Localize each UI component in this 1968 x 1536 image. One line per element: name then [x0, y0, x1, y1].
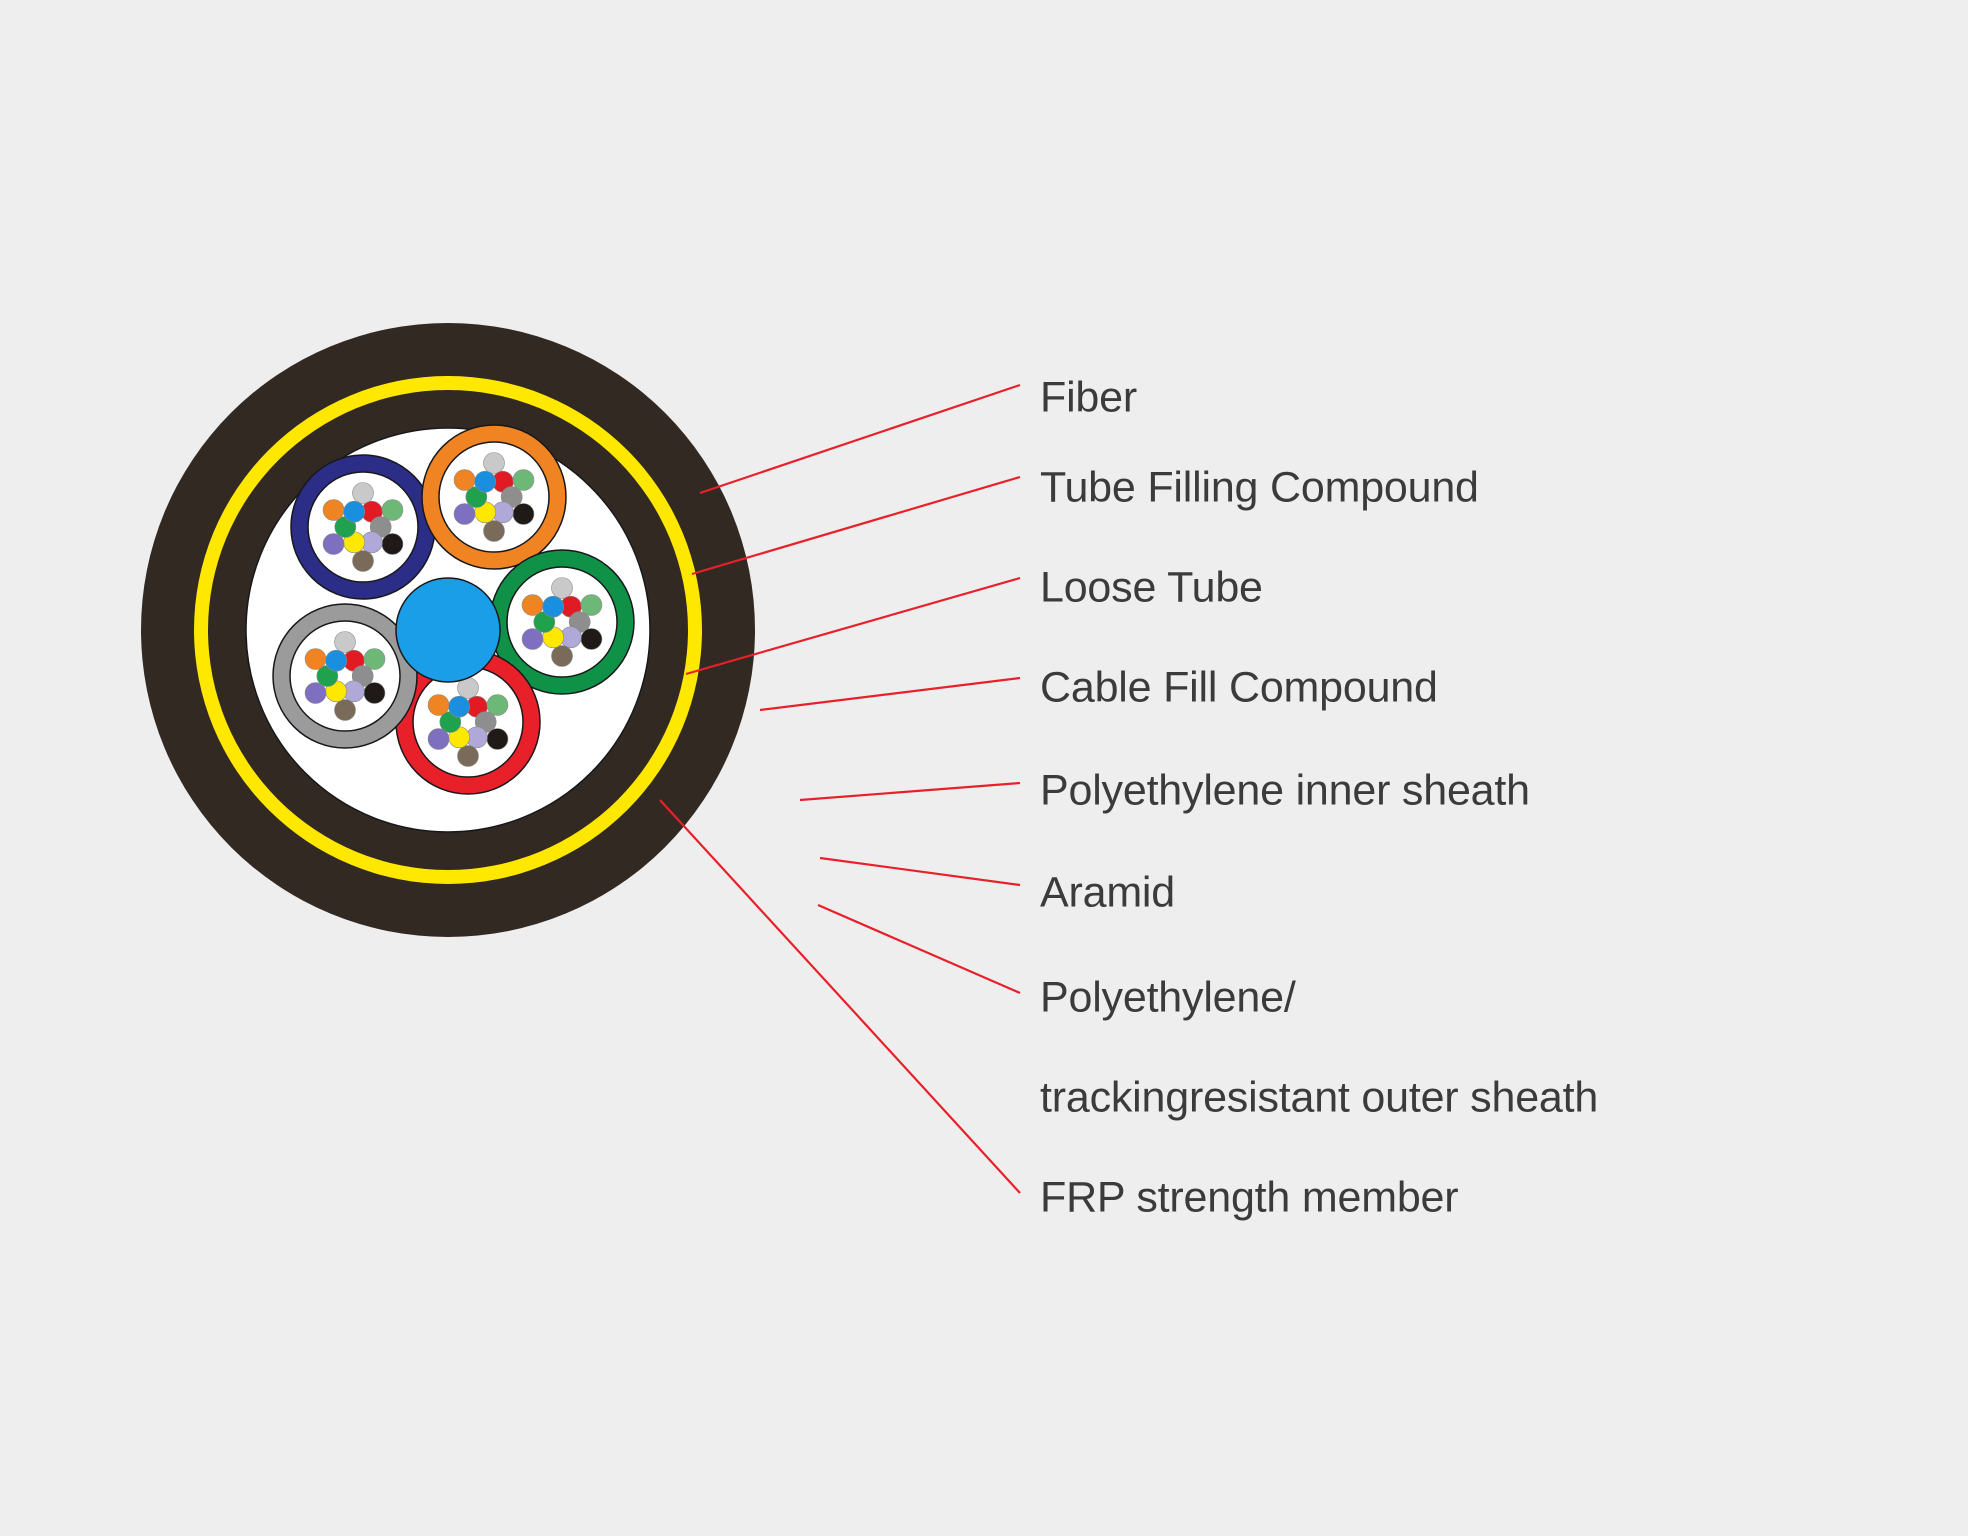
loose-tube-grey-fiber-11 [304, 648, 327, 670]
loose-tube-navy-fiber-5 [381, 533, 404, 555]
frp-strength-member [395, 577, 501, 683]
loose-tube-grey-fiber-3 [363, 648, 386, 670]
loose-tube-red-fiber-7 [457, 745, 479, 767]
loose-tube-green-fiber-7 [551, 645, 573, 667]
loose-tube-orange-fiber-3 [512, 469, 535, 491]
label-cable-fill-compound: Cable Fill Compound [1040, 663, 1438, 711]
loose-tube-navy-fiber-1 [352, 482, 374, 504]
loose-tube-green-fiber-12 [542, 595, 564, 618]
leader-line-polyethylene-outer-1 [817, 903, 1021, 995]
loose-tube-green-fiber-11 [521, 594, 544, 616]
loose-tube-red-fiber-12 [448, 695, 470, 718]
leader-line-tube-filling [691, 475, 1021, 576]
loose-tube-orange-fiber-7 [483, 520, 505, 542]
loose-tube-navy-fiber-12 [343, 500, 365, 523]
label-polyethylene-inner: Polyethylene inner sheath [1040, 766, 1530, 814]
leader-lines [659, 383, 1021, 1194]
loose-tube-grey-fiber-1 [334, 631, 356, 653]
loose-tube-grey [272, 603, 418, 749]
loose-tube-orange-fiber-1 [483, 452, 505, 474]
loose-tube-grey-fiber-12 [325, 649, 347, 672]
leader-line-fiber [699, 383, 1021, 495]
loose-tube-red-fiber-11 [427, 694, 450, 716]
loose-tube-navy-fiber-9 [322, 533, 345, 555]
label-polyethylene-outer-2: trackingresistant outer sheath [1040, 1073, 1598, 1121]
loose-tube-green-fiber-1 [551, 577, 573, 599]
loose-tube-green-fiber-3 [580, 594, 603, 616]
loose-tube-red-fiber-5 [486, 728, 509, 750]
leader-line-aramid [819, 856, 1021, 887]
leader-line-frp-strength-member [659, 799, 1021, 1194]
loose-tube-navy-fiber-11 [322, 499, 345, 521]
label-tube-filling: Tube Filling Compound [1040, 463, 1479, 511]
loose-tube-orange [421, 424, 567, 570]
loose-tube-orange-fiber-5 [512, 503, 535, 525]
label-frp-strength-member: FRP strength member [1040, 1173, 1458, 1221]
loose-tube-grey-fiber-9 [304, 682, 327, 704]
label-aramid: Aramid [1040, 868, 1175, 916]
label-polyethylene-outer-1: Polyethylene/ [1040, 973, 1296, 1021]
loose-tube-navy-fiber-7 [352, 550, 374, 572]
label-loose-tube: Loose Tube [1040, 563, 1263, 611]
loose-tube-grey-fiber-5 [363, 682, 386, 704]
loose-tube-grey-fiber-7 [334, 699, 356, 721]
loose-tube-orange-fiber-11 [453, 469, 476, 491]
loose-tube-green-fiber-5 [580, 628, 603, 650]
leader-line-cable-fill-compound [759, 676, 1021, 712]
cable-assembly [141, 323, 755, 937]
loose-tube-red-fiber-3 [486, 694, 509, 716]
loose-tube-orange-fiber-12 [474, 470, 496, 493]
loose-tube-navy [290, 454, 436, 600]
loose-tube-red [395, 649, 541, 795]
loose-tube-green-fiber-9 [521, 628, 544, 650]
leader-line-loose-tube [685, 576, 1021, 676]
leader-line-polyethylene-inner [799, 781, 1021, 802]
label-fiber: Fiber [1040, 373, 1137, 421]
loose-tube-green [489, 549, 635, 695]
loose-tube-red-fiber-9 [427, 728, 450, 750]
loose-tube-navy-fiber-3 [381, 499, 404, 521]
loose-tube-orange-fiber-9 [453, 503, 476, 525]
